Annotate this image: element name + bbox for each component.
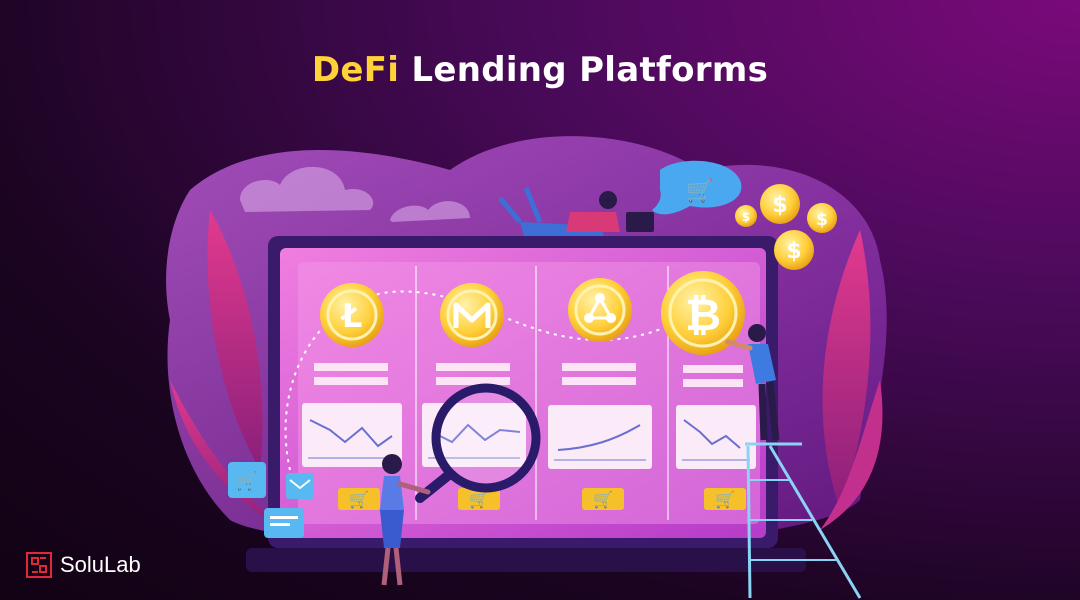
brand-logo: SoluLab [26,552,141,578]
cart-icon: 🛒 [704,488,746,510]
svg-text:🛒: 🛒 [236,470,258,492]
title-rest: Lending Platforms [399,50,769,90]
svg-text:$: $ [742,210,750,224]
page-title: DeFi Lending Platforms [0,50,1080,90]
svg-text:🛒: 🛒 [715,490,735,509]
leaf-left [207,210,263,470]
svg-text:🛒: 🛒 [469,490,489,509]
ladder [745,442,862,599]
leaf-right [820,380,883,530]
dollar-coin-icon: $ [774,230,814,270]
bitcoin-icon: ₿ [661,271,745,355]
solulab-grid-icon [26,552,52,578]
chart-card [302,403,402,467]
svg-text:$: $ [816,210,828,230]
cart-icon: 🛒 [686,178,713,204]
title-accent: DeFi [311,50,400,90]
brand-name: SoluLab [60,552,141,577]
cart-icon: 🛒 [458,488,500,510]
cloud [390,201,470,222]
dollar-coin-icon: $ [760,184,800,224]
lying-man-figure [498,187,654,236]
chart-card [676,405,756,469]
speech-bubble [652,160,742,215]
svg-text:🛒: 🛒 [349,490,369,509]
svg-text:🛒: 🛒 [593,490,613,509]
chart-card [548,405,652,469]
monitor-base [246,548,806,572]
monero-icon [440,283,504,347]
magnifier-icon [415,383,541,503]
woman-figure [380,454,431,586]
svg-text:₿: ₿ [685,290,721,341]
svg-text:Ł: Ł [340,297,363,335]
card-tile-icon [264,508,304,538]
leaf-right [822,230,871,510]
cart-icon: 🛒 [338,488,380,510]
mail-tile-icon [286,473,314,499]
dollar-coin-icon: $ [807,203,837,233]
cloud [240,166,374,212]
svg-text:$: $ [786,239,801,264]
litecoin-icon: Ł [320,283,384,347]
ripple-icon [568,278,632,342]
svg-text:$: $ [772,193,787,218]
cart-tile-icon: 🛒 [228,462,266,498]
cart-icon: 🛒 [582,488,624,510]
dollar-coin-icon: $ [735,205,757,227]
man-figure [725,324,780,441]
